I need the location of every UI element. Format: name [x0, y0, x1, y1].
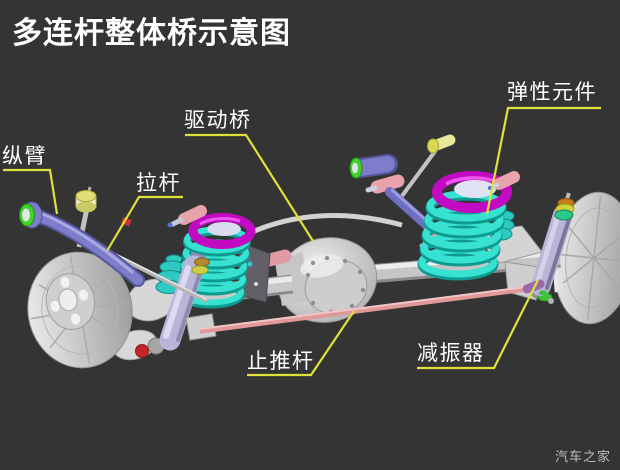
right-spring-seat: [432, 171, 512, 213]
leader-shock-absorber: [417, 279, 539, 370]
left-shock-absorber: [135, 251, 210, 358]
leader-drive-axle: [185, 133, 314, 242]
label-elastic-element: 弹性元件: [507, 80, 597, 104]
leader-trailing-arm: [3, 168, 59, 215]
panhard-bracket: [185, 313, 217, 341]
shock-absorber-part: [530, 192, 575, 304]
diagram-title: 多连杆整体桥示意图: [12, 16, 291, 51]
label-trailing-arm: 纵臂: [2, 144, 47, 168]
watermark: 汽车之家: [554, 450, 611, 465]
label-tie-rod: 拉杆: [136, 171, 181, 195]
elastic-element-part: [417, 171, 520, 281]
thrust-rod-part: [199, 279, 547, 334]
trailing-arm-part: [19, 201, 145, 287]
leader-tie-rod: [106, 195, 183, 252]
brake-line: [251, 213, 403, 235]
left-brake-disc: [27, 251, 133, 369]
left-top-bushing-pink: [167, 205, 207, 228]
leader-thrust-rod: [247, 310, 355, 377]
leader-lines: [3, 106, 601, 377]
yellow-bushing: [427, 138, 439, 154]
label-drive-axle: 驱动桥: [184, 108, 252, 132]
yellow-bushing: [75, 190, 97, 202]
label-thrust-rod: 止推杆: [247, 349, 315, 373]
label-shock-absorber: 减振器: [417, 341, 485, 365]
leader-elastic-element: [485, 106, 601, 215]
